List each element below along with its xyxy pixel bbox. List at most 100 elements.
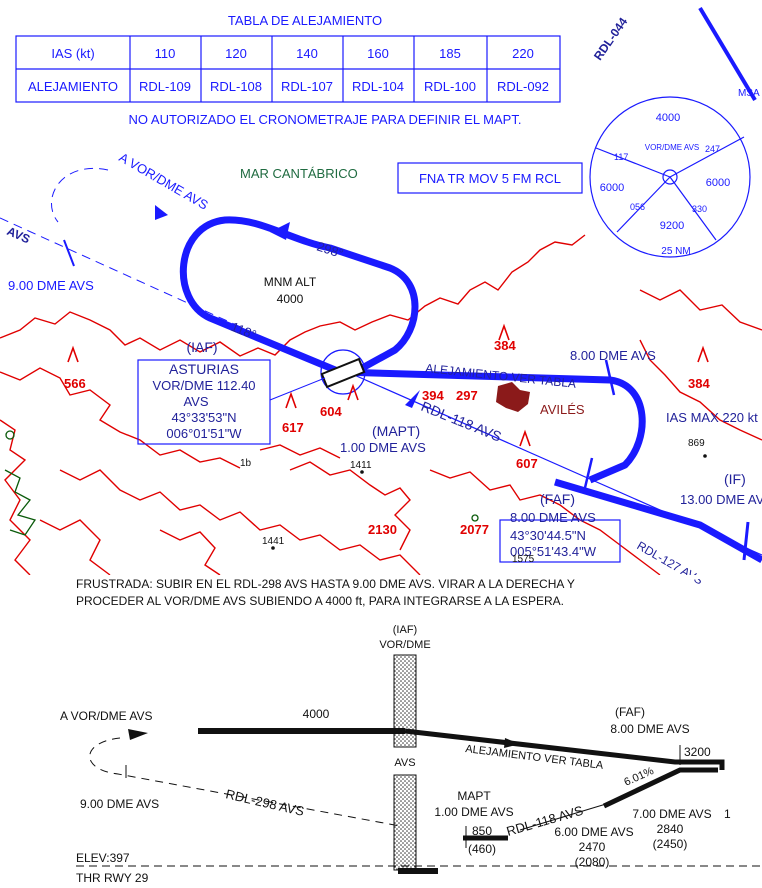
profile-mapt-dme: 1.00 DME AVS: [434, 805, 513, 819]
profile-dme7: 7.00 DME AVS: [632, 807, 711, 821]
msa-west-sector: 6000: [600, 182, 624, 194]
ias-header: IAS (kt): [51, 46, 94, 61]
radial-cell: RDL-109: [139, 79, 191, 94]
outbound-course: 118°: [229, 319, 259, 343]
profile-alt-2080: (2080): [575, 855, 610, 869]
to-vor-label: A VOR/DME AVS: [117, 150, 212, 213]
radial-cell: RDL-100: [424, 79, 476, 94]
profile-missed-arrow: [128, 729, 148, 740]
procedure-box: [397, 162, 583, 194]
msa-south-sector: 9200: [660, 220, 684, 232]
profile-alt-2840: 2840: [657, 822, 684, 836]
elevation-label: 869: [688, 438, 705, 449]
profile-faf-label: (FAF): [615, 705, 645, 719]
sea-label: MAR CANTÁBRICO: [240, 166, 358, 181]
profile-tick-label: 1: [724, 807, 731, 821]
profile-vordme-label: VOR/DME: [379, 639, 430, 651]
mapt-label: (MAPT): [372, 423, 420, 439]
elevation-label: 384: [494, 338, 516, 353]
profile-descent-segment: [602, 767, 718, 809]
elevation-label: 394: [422, 388, 444, 403]
missed-arrow: [155, 205, 168, 220]
profile-threshold: THR RWY 29: [76, 871, 149, 885]
terrain-contours: [0, 234, 762, 576]
profile-final-line: [519, 803, 607, 831]
iaf-latitude: 43°33'53"N: [171, 410, 236, 425]
iaf-ident: AVS: [183, 394, 208, 409]
spot-height: [271, 546, 275, 550]
profile-mapt-label: MAPT: [457, 789, 491, 803]
outbound-track: [339, 368, 646, 484]
radial-cell: RDL-092: [497, 79, 549, 94]
mapt-dme-label: 1.00 DME AVS: [340, 440, 426, 455]
rdl044-label: RDL-044: [591, 15, 631, 63]
outbound-table: [15, 35, 561, 103]
if-dme-label: 13.00 DME AVS: [680, 492, 762, 507]
msa-vor-label: VOR/DME AVS: [645, 143, 700, 152]
mapt-marker: [405, 390, 420, 408]
iaf-name: ASTURIAS: [169, 361, 239, 377]
aviles-label: AVILÉS: [540, 402, 585, 417]
dme9-fix: [63, 239, 75, 267]
ias-max-label: IAS MAX 220 kt: [666, 410, 758, 425]
faf-longitude: 005°51'43.4"W: [510, 544, 597, 559]
msa-east-sector: 6000: [706, 177, 730, 189]
profile-alt-3200: 3200: [684, 745, 711, 759]
profile-missed-path: [89, 737, 401, 827]
outbound-header: ALEJAMIENTO: [28, 79, 118, 94]
dme8-label: 8.00 DME AVS: [570, 348, 656, 363]
missed-approach-line1: FRUSTRADA: SUBIR EN EL RDL-298 AVS HASTA…: [76, 577, 575, 591]
elevation-label: 566: [64, 376, 86, 391]
missed-approach-path: [0, 168, 341, 373]
speed-cell: 140: [296, 46, 318, 61]
threshold-marker: [398, 868, 438, 874]
elevation-label: 604: [320, 404, 342, 419]
if-label: (IF): [724, 471, 746, 487]
elevation-label: 607: [516, 456, 538, 471]
radial-cell: RDL-108: [210, 79, 262, 94]
msa-bearing: 117: [614, 152, 628, 162]
missed-approach-line2: PROCEDER AL VOR/DME AVS SUBIENDO A 4000 …: [76, 594, 564, 608]
holding-arrow: [270, 222, 290, 240]
elevation-label: 617: [282, 420, 304, 435]
elevation-label: 1441: [262, 536, 285, 547]
profile-outbound-segment: [404, 728, 725, 770]
inbound-course: 298°: [315, 239, 345, 262]
rdl118-label: RDL-118 AVS: [419, 398, 504, 445]
msa-bearing: 330: [692, 204, 707, 214]
obstacle-symbols: [67, 323, 709, 447]
rdl118-line: [351, 373, 762, 556]
mnm-alt-value: 4000: [277, 292, 304, 306]
profile-outbound-arrow: [504, 738, 520, 748]
faf-fix: [582, 457, 594, 493]
elevation-label: 2130: [368, 522, 397, 537]
rdl044-track: [698, 6, 757, 102]
approach-track: [554, 478, 762, 564]
profile-avs-label: AVS: [394, 757, 415, 769]
speed-cell: 110: [155, 46, 176, 61]
section-divider: [0, 575, 762, 579]
profile-rdl298: RDL-298 AVS: [224, 786, 306, 819]
profile-elevation: ELEV:397: [76, 851, 130, 865]
holding-pattern: [179, 216, 419, 376]
vor-dme-symbol: [320, 349, 366, 395]
procedure-label: FNA TR MOV 5 FM RCL: [419, 171, 561, 186]
profile-alt-2470: 2470: [579, 840, 606, 854]
elevation-label: 1411: [350, 460, 372, 471]
profile-dme6: 6.00 DME AVS: [554, 825, 633, 839]
profile-alt-2450: (2450): [653, 837, 688, 851]
iaf-longitude: 006°01'51"W: [166, 426, 242, 441]
speed-cell: 160: [367, 46, 389, 61]
faf-label: (FAF): [540, 491, 575, 507]
faf-latitude: 43°30'44.5"N: [510, 528, 586, 543]
profile-alt-4000: 4000: [303, 707, 330, 721]
msa-north-sector: 4000: [656, 112, 680, 124]
iaf-frequency: VOR/DME 112.40: [152, 378, 255, 393]
elevation-label: 2077: [460, 522, 489, 537]
faf-dme-label: 8.00 DME AVS: [510, 510, 596, 525]
avs-left-label: AVS: [5, 224, 32, 246]
profile-alt-850: 850: [472, 824, 492, 838]
elevation-label: 1575: [512, 554, 535, 565]
table-title: TABLA DE ALEJAMIENTO: [228, 13, 382, 28]
